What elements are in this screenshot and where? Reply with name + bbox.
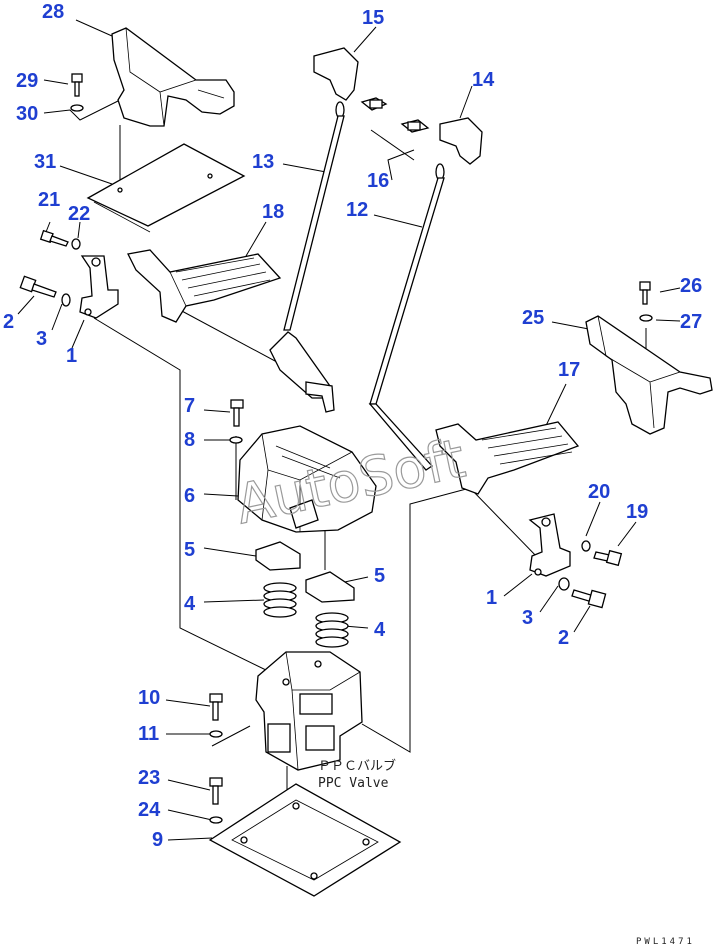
bracket-1-right — [528, 513, 571, 577]
bolt-26 — [639, 281, 651, 305]
knob-15 — [313, 47, 359, 119]
seat-5-left — [255, 541, 301, 571]
washer-30 — [70, 104, 84, 112]
ppc-valve — [255, 651, 363, 771]
bolt-2-left — [19, 275, 57, 298]
bolt-19 — [593, 549, 623, 567]
callout-3-left: 3 — [36, 328, 47, 350]
callout-22: 22 — [68, 203, 90, 225]
callout-20: 20 — [588, 481, 610, 503]
callout-2-left: 2 — [3, 311, 14, 333]
callout-14: 14 — [472, 69, 495, 91]
callout-21: 21 — [38, 189, 60, 211]
bolt-7 — [230, 399, 244, 427]
washer-3-right — [558, 577, 570, 591]
callout-31: 31 — [34, 151, 56, 173]
bolt-10 — [209, 693, 223, 721]
callout-2-right: 2 — [558, 627, 569, 649]
plate-31 — [86, 143, 246, 233]
seat-5-right — [305, 571, 355, 603]
washer-27 — [639, 314, 653, 322]
bolt-2-right — [571, 589, 607, 609]
callout-3-right: 3 — [522, 607, 533, 629]
callout-8: 8 — [184, 429, 195, 451]
callout-11: 11 — [138, 723, 159, 745]
washer-22 — [71, 238, 81, 250]
washer-20 — [581, 540, 591, 552]
callout-5-left: 5 — [184, 539, 195, 561]
callout-19: 19 — [626, 501, 648, 523]
callout-4-right: 4 — [374, 619, 386, 641]
callout-18: 18 — [262, 201, 284, 223]
gasket-9 — [208, 783, 402, 897]
washer-24 — [209, 816, 223, 824]
drawing-code: PWL1471 — [636, 937, 695, 947]
callout-25: 25 — [522, 307, 544, 329]
callout-9: 9 — [152, 829, 163, 851]
ppc-label-english: PPC Valve — [318, 776, 389, 791]
callout-27: 27 — [680, 311, 702, 333]
ppc-label-japanese: ＰＰＣバルブ — [318, 758, 396, 774]
callout-6: 6 — [184, 485, 195, 507]
lever-13 — [269, 115, 345, 413]
callout-26: 26 — [680, 275, 702, 297]
callout-13: 13 — [252, 151, 274, 173]
washer-11 — [209, 730, 223, 738]
washer-3-left — [61, 293, 71, 307]
callout-4-left: 4 — [184, 593, 196, 615]
leader-lines — [17, 19, 681, 866]
pedal-cover-25 — [585, 315, 713, 435]
pedal-17 — [435, 421, 580, 495]
callout-23: 23 — [138, 767, 160, 789]
bracket-1-left — [79, 255, 119, 319]
callout-29: 29 — [16, 70, 38, 92]
bolt-29 — [71, 73, 83, 97]
callout-17: 17 — [558, 359, 580, 381]
callout-30: 30 — [16, 103, 38, 125]
pedal-cover-28 — [111, 27, 235, 127]
washer-8 — [229, 436, 243, 444]
callout-1-left: 1 — [66, 345, 77, 367]
boot-6 — [237, 425, 377, 533]
callout-10: 10 — [138, 687, 160, 709]
pedal-18 — [127, 249, 282, 323]
callout-labels: 28 29 30 31 21 22 2 3 1 15 14 13 16 12 1… — [3, 1, 702, 851]
callout-15: 15 — [362, 7, 384, 29]
spring-4-left — [263, 582, 297, 618]
callout-5-right: 5 — [374, 565, 385, 587]
bolt-21 — [39, 229, 69, 247]
callout-12: 12 — [346, 199, 368, 221]
callout-24: 24 — [138, 799, 161, 821]
bolt-23 — [209, 777, 223, 805]
callout-7: 7 — [184, 395, 195, 417]
lever-12 — [368, 177, 445, 471]
callout-28: 28 — [42, 1, 64, 23]
callout-1-right: 1 — [486, 587, 497, 609]
callout-16: 16 — [367, 170, 389, 192]
bolt-16 — [360, 97, 430, 133]
spring-4-right — [315, 612, 349, 648]
knob-14 — [435, 117, 483, 181]
